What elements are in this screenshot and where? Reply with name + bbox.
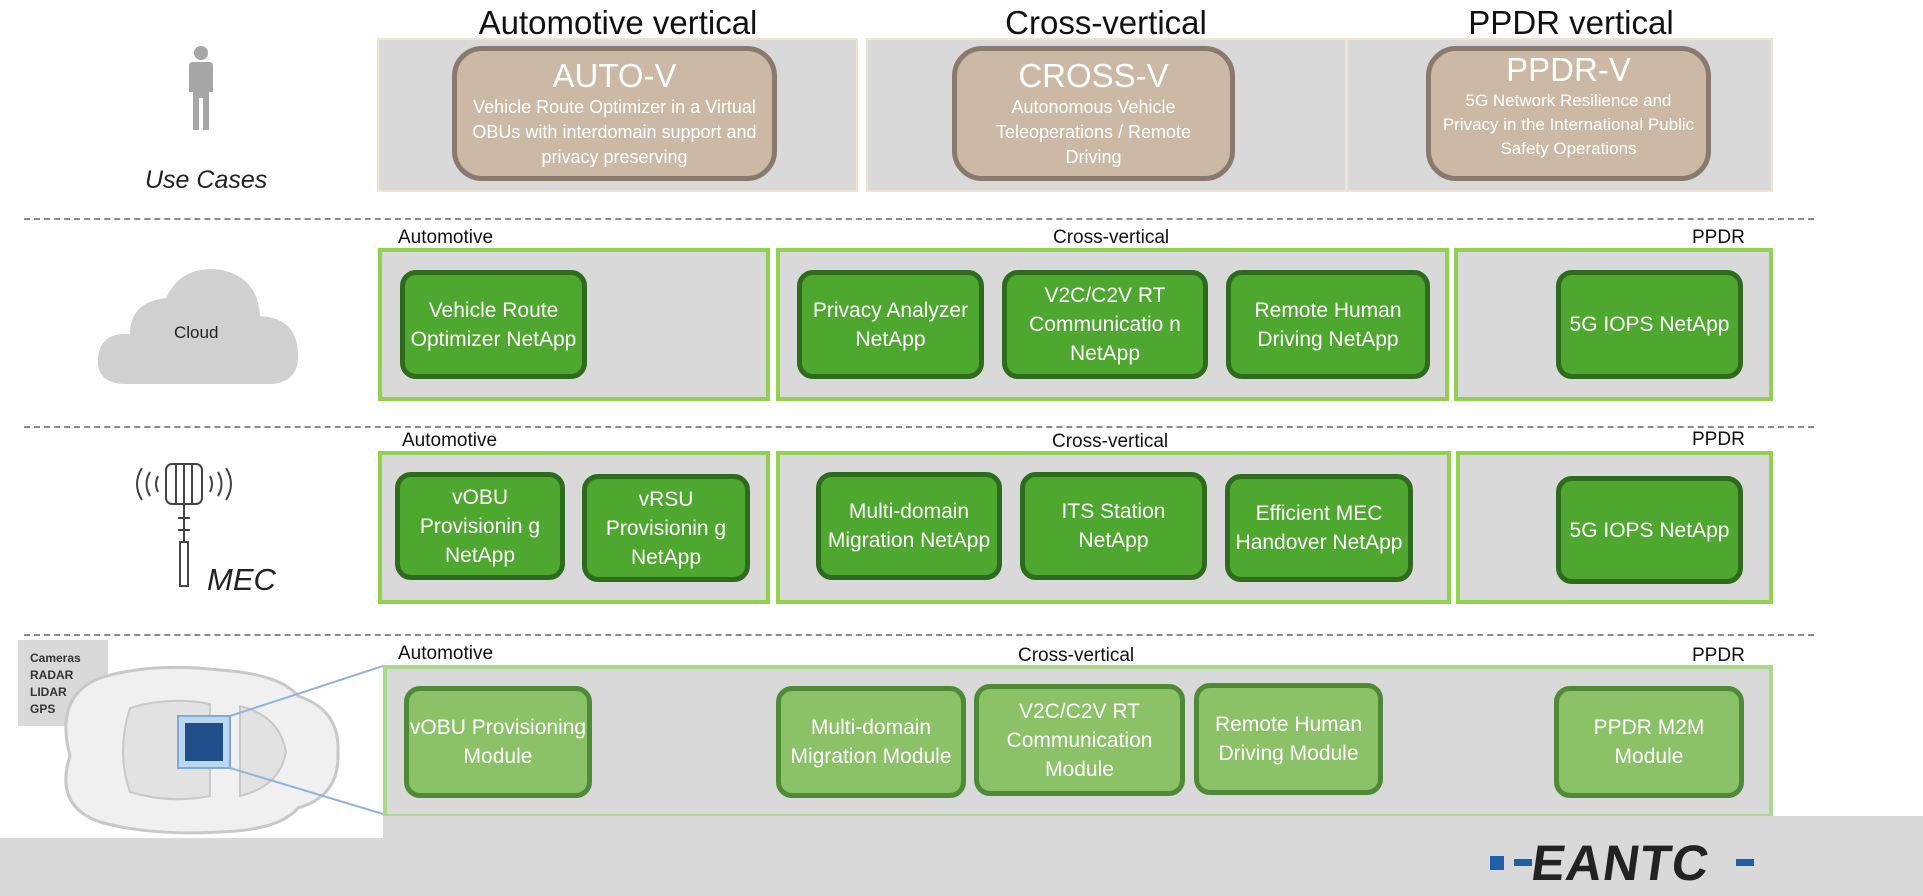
vehicle-automotive-label: Automotive (398, 643, 494, 664)
multi-domain-migration-netapp[interactable]: Multi-domain Migration NetApp (816, 472, 1002, 580)
v2c-c2v-rt-communication-module[interactable]: V2C/C2V RT Communication Module (974, 684, 1185, 796)
sensor-radar: RADAR (30, 668, 74, 682)
use-case-description: 5G Network Resilience and Privacy in the… (1442, 91, 1695, 158)
mec-5g-iops-netapp[interactable]: 5G IOPS NetApp (1556, 476, 1743, 584)
vobu-provisioning-module[interactable]: vOBU Provisioning Module (404, 686, 592, 798)
vehicle-ppdr-label: PPDR (1692, 645, 1745, 666)
use-case-title: AUTO-V (552, 57, 677, 94)
vehicle-route-optimizer-netapp[interactable]: Vehicle Route Optimizer NetApp (400, 270, 587, 379)
remote-human-driving-netapp[interactable]: Remote Human Driving NetApp (1226, 270, 1430, 379)
sensor-lidar: LIDAR (30, 685, 67, 699)
logo-text: EANTC (1528, 835, 1714, 891)
multi-domain-migration-module[interactable]: Multi-domain Migration Module (776, 686, 966, 798)
cross-vertical-title: Cross-vertical (1005, 4, 1207, 41)
layer-divider (24, 218, 1814, 220)
use-case-ppdr-v[interactable]: PPDR-V 5G Network Resilience and Privacy… (1426, 46, 1711, 181)
sensor-cameras: Cameras (30, 651, 81, 665)
person-icon (189, 46, 213, 130)
cloud-label: Cloud (174, 323, 219, 342)
layer-divider (24, 426, 1814, 428)
use-case-description: Vehicle Route Optimizer in a Virtual OBU… (472, 97, 757, 167)
v2c-c2v-rt-communication-netapp[interactable]: V2C/C2V RT Communicatio n NetApp (1002, 270, 1208, 379)
cloud-5g-iops-netapp[interactable]: 5G IOPS NetApp (1556, 270, 1743, 379)
mec-ppdr-label: PPDR (1692, 429, 1745, 450)
footer-left (0, 838, 383, 896)
ppdr-vertical-title: PPDR vertical (1468, 4, 1674, 41)
sensor-gps: GPS (30, 702, 56, 716)
vehicle-cross-vertical-label: Cross-vertical (1018, 645, 1135, 666)
its-station-netapp[interactable]: ITS Station NetApp (1020, 472, 1207, 580)
vrsu-provisioning-netapp[interactable]: vRSU Provisionin g NetApp (582, 474, 750, 582)
use-case-auto-v[interactable]: AUTO-V Vehicle Route Optimizer in a Virt… (452, 46, 777, 181)
footer-bar (383, 816, 1923, 896)
mec-label: MEC (207, 562, 276, 597)
car-icon (64, 665, 384, 835)
remote-human-driving-module[interactable]: Remote Human Driving Module (1194, 683, 1383, 795)
use-case-cross-v[interactable]: CROSS-V Autonomous Vehicle Teleoperation… (952, 46, 1235, 181)
use-case-description: Autonomous Vehicle Teleoperations / Remo… (995, 97, 1192, 167)
antenna-tower-icon (136, 463, 232, 587)
cloud-icon (97, 269, 299, 384)
use-case-title: PPDR-V (1506, 51, 1631, 88)
layer-divider (24, 634, 1814, 636)
cloud-ppdr-label: PPDR (1692, 227, 1745, 248)
use-cases-label: Use Cases (145, 166, 268, 194)
cloud-automotive-label: Automotive (398, 227, 494, 248)
cloud-cross-vertical-label: Cross-vertical (1053, 227, 1170, 248)
efficient-mec-handover-netapp[interactable]: Efficient MEC Handover NetApp (1225, 474, 1413, 582)
eantc-logo: EANTC (1490, 835, 1770, 891)
mec-automotive-label: Automotive (402, 430, 498, 451)
mec-cross-vertical-label: Cross-vertical (1052, 431, 1169, 452)
ppdr-m2m-module[interactable]: PPDR M2M Module (1554, 686, 1744, 798)
logo-dash-left (1514, 859, 1532, 866)
vobu-provisioning-netapp[interactable]: vOBU Provisionin g NetApp (395, 472, 565, 580)
automotive-vertical-title: Automotive vertical (478, 4, 758, 41)
logo-dash-right (1736, 859, 1754, 866)
use-case-title: CROSS-V (1018, 57, 1169, 94)
privacy-analyzer-netapp[interactable]: Privacy Analyzer NetApp (797, 270, 984, 379)
logo-square-left (1490, 856, 1504, 870)
